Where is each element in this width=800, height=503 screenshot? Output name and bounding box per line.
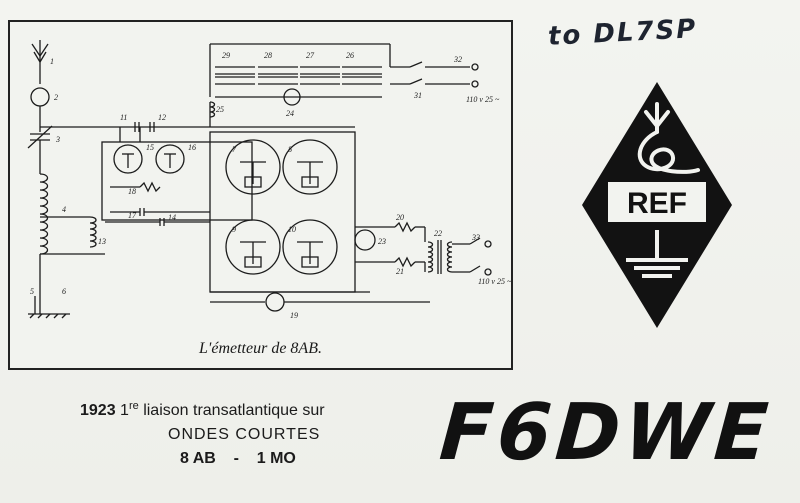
label-14: 14 bbox=[168, 213, 176, 222]
label-2: 2 bbox=[54, 93, 58, 102]
label-16: 16 bbox=[188, 143, 196, 152]
label-26: 26 bbox=[346, 51, 354, 60]
label-5: 5 bbox=[30, 287, 34, 296]
label-29: 29 bbox=[222, 51, 230, 60]
ref-logo-text: REF bbox=[627, 187, 687, 220]
history-text: liaison transatlantique sur bbox=[143, 402, 325, 419]
label-11: 11 bbox=[120, 113, 127, 122]
transmitter-schematic: 1 2 3 4 5 6 11 12 13 14 15 16 17 18 7 8 … bbox=[27, 40, 511, 320]
label-7: 7 bbox=[232, 145, 237, 154]
schematic-frame: 1 2 3 4 5 6 11 12 13 14 15 16 17 18 7 8 … bbox=[8, 20, 513, 370]
label-22: 22 bbox=[434, 229, 442, 238]
label-18: 18 bbox=[128, 187, 136, 196]
label-6: 6 bbox=[62, 287, 66, 296]
label-10: 10 bbox=[288, 225, 296, 234]
label-31: 31 bbox=[413, 91, 422, 100]
label-21: 21 bbox=[396, 267, 404, 276]
label-23: 23 bbox=[378, 237, 386, 246]
label-8: 8 bbox=[288, 145, 292, 154]
history-ordinal: 1 bbox=[120, 402, 129, 419]
history-line-2: ONDES COURTES bbox=[168, 426, 321, 443]
label-17: 17 bbox=[128, 211, 137, 220]
label-1: 1 bbox=[50, 57, 54, 66]
label-33: 33 bbox=[471, 233, 480, 242]
history-year: 1923 bbox=[80, 402, 116, 419]
schematic-caption: L'émetteur de 8AB. bbox=[199, 340, 322, 357]
label-12: 12 bbox=[158, 113, 166, 122]
mains-label-top: 110 v 25 ~ bbox=[466, 95, 500, 104]
callsign: F6DWE bbox=[436, 388, 775, 478]
label-20: 20 bbox=[396, 213, 404, 222]
label-32: 32 bbox=[453, 55, 462, 64]
dedication-text: to DL7SP bbox=[547, 14, 699, 52]
label-27: 27 bbox=[306, 51, 315, 60]
mains-label-bottom: 110 v 25 ~ bbox=[478, 277, 511, 286]
label-24: 24 bbox=[286, 109, 294, 118]
label-4: 4 bbox=[62, 205, 66, 214]
label-3: 3 bbox=[55, 135, 60, 144]
label-28: 28 bbox=[264, 51, 272, 60]
label-9: 9 bbox=[232, 225, 236, 234]
label-13: 13 bbox=[98, 237, 106, 246]
label-15: 15 bbox=[146, 143, 154, 152]
history-block: 1923 1re liaison transatlantique sur OND… bbox=[80, 400, 440, 468]
history-line-1: 1923 1re liaison transatlantique sur bbox=[80, 400, 440, 420]
label-25: 25 bbox=[216, 105, 224, 114]
ref-logo: REF bbox=[582, 82, 732, 328]
history-line-3: 8 AB - 1 MO bbox=[180, 450, 296, 467]
history-ordinal-sup: re bbox=[128, 400, 139, 412]
label-19: 19 bbox=[290, 311, 298, 320]
